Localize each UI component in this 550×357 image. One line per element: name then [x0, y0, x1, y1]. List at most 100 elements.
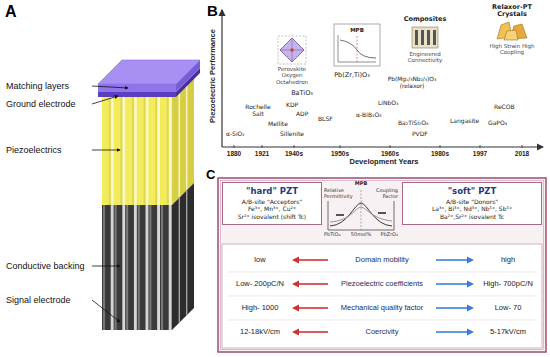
box-text: Sr²⁺ isovalent (shift Tc): [226, 213, 318, 221]
axis-tick: [522, 145, 523, 148]
octahedron-icon: [278, 36, 306, 64]
material-label: Sillenite: [280, 131, 304, 138]
composite-icon: [412, 27, 438, 48]
panel-letter: C: [206, 168, 215, 183]
table-cell: Mechanical quality factor: [341, 304, 424, 313]
matching-layer-front: [98, 84, 176, 92]
axis-title: Development Years: [349, 158, 418, 167]
chart-axis: [328, 201, 329, 230]
pillar-gap: [179, 198, 180, 323]
chart-label: MPB: [355, 181, 367, 187]
part-label: Signal electrode: [6, 295, 71, 305]
trend-arrows: [292, 257, 474, 336]
material-label: ReCOB: [494, 104, 515, 111]
hard-arrowhead: [292, 281, 299, 288]
chart-axis: [394, 201, 395, 230]
soft-arrowhead: [467, 329, 474, 336]
material-label: Rochelle Salt: [242, 104, 274, 118]
atom: [290, 48, 294, 52]
year-tick: 1980s: [431, 150, 449, 157]
permittivity-curve: [330, 203, 392, 226]
leader-lines: [92, 86, 128, 322]
table-cell: Low- 70: [495, 304, 522, 313]
year-tick: 1950s: [331, 150, 349, 157]
axis-tick: [390, 145, 391, 148]
chart-label: 50mol%: [351, 232, 371, 238]
hard-arrowhead: [292, 305, 299, 312]
box-heading: "hard" PZT: [226, 186, 318, 197]
mpb-inset: [334, 24, 380, 66]
chart-label: Coupling Factor: [368, 188, 398, 200]
inner-frame: [221, 181, 544, 350]
composite-rod: [427, 30, 430, 45]
year-tick: 1940s: [285, 150, 303, 157]
outer-frame: [218, 178, 546, 352]
material-label: BLSF: [318, 116, 333, 123]
soft-arrow: [436, 283, 468, 285]
leader-line: [92, 96, 118, 104]
year-tick: 1960s: [381, 150, 399, 157]
panel-letter: A: [5, 3, 17, 21]
leader-line: [92, 266, 120, 267]
box-text: Ba²⁺,Sr²⁺ isovalent Tc: [406, 213, 538, 221]
hard-arrowhead: [292, 257, 299, 264]
row-rule: [226, 320, 538, 321]
part-label: Ground electrode: [6, 99, 76, 109]
table-cell: Coercivity: [366, 328, 399, 337]
ground-electrode-layer: [98, 92, 176, 97]
value-bar: [336, 214, 344, 215]
composite-rod: [421, 30, 424, 45]
y-axis: [221, 10, 222, 147]
soft-arrow: [436, 331, 468, 333]
material-label: Mellite: [268, 121, 288, 128]
year-tick: 1997: [473, 150, 487, 157]
axis-tick: [294, 145, 295, 148]
axis-title: Piezoelectric Performance: [209, 29, 218, 123]
hard-arrow: [298, 283, 328, 285]
material-label: LiNbO₃: [378, 100, 398, 107]
pillar-gap: [179, 90, 181, 198]
hard-arrowhead: [292, 329, 299, 336]
table-cell: High- 1000: [242, 304, 279, 313]
property-note: Engineered Connectivity: [396, 51, 454, 64]
leader-line: [92, 300, 120, 322]
backing-pillars: [102, 205, 172, 330]
soft-arrowhead: [467, 281, 474, 288]
part-label: Conductive backing: [6, 261, 85, 271]
crystal-icon: [497, 22, 527, 40]
backing-side: [172, 183, 194, 330]
box-text: A/B-site "Acceptors": [226, 198, 318, 206]
material-label: KDP: [286, 102, 298, 109]
soft-arrowhead: [467, 257, 474, 264]
pillar-gap: [186, 190, 187, 315]
hard-arrow: [298, 331, 328, 333]
crystal: [504, 30, 518, 40]
piezo-pillars: [102, 97, 172, 205]
value-bar: [378, 212, 386, 213]
table-cell: Low- 200pC/N: [236, 280, 284, 289]
material-label: GaPO₄: [488, 120, 507, 127]
composite-rod: [433, 30, 436, 45]
part-label: Piezoelectrics: [6, 145, 62, 155]
matching-layer-top: [98, 60, 200, 84]
property-note: High Strain High Coupling: [486, 43, 538, 56]
part-label: Matching layers: [6, 81, 69, 91]
mpb-line: [361, 190, 362, 230]
axis-tick: [262, 145, 263, 148]
material-label: Relaxor-PT Crystals: [482, 4, 542, 19]
pillar-gap: [186, 82, 188, 190]
box-heading: "soft" PZT: [406, 186, 538, 197]
leader-line: [92, 86, 128, 88]
soft-arrow: [436, 307, 468, 309]
composite-rod: [415, 30, 418, 45]
axis-tick: [340, 145, 341, 148]
material-label: α-SiO₂: [226, 131, 245, 138]
material-label: Composites: [404, 16, 447, 23]
box-text: Fe³⁺, Mn³⁺, Cu²⁺: [226, 205, 318, 213]
dopant-box: "soft" PZTA/B-site "Donors"La³⁺, Bi³⁺, N…: [402, 182, 542, 225]
soft-arrowhead: [467, 305, 474, 312]
leader-line: [92, 150, 120, 151]
x-axis: [222, 146, 543, 147]
coupling-curve: [330, 207, 392, 222]
unit-cell: [278, 36, 306, 64]
